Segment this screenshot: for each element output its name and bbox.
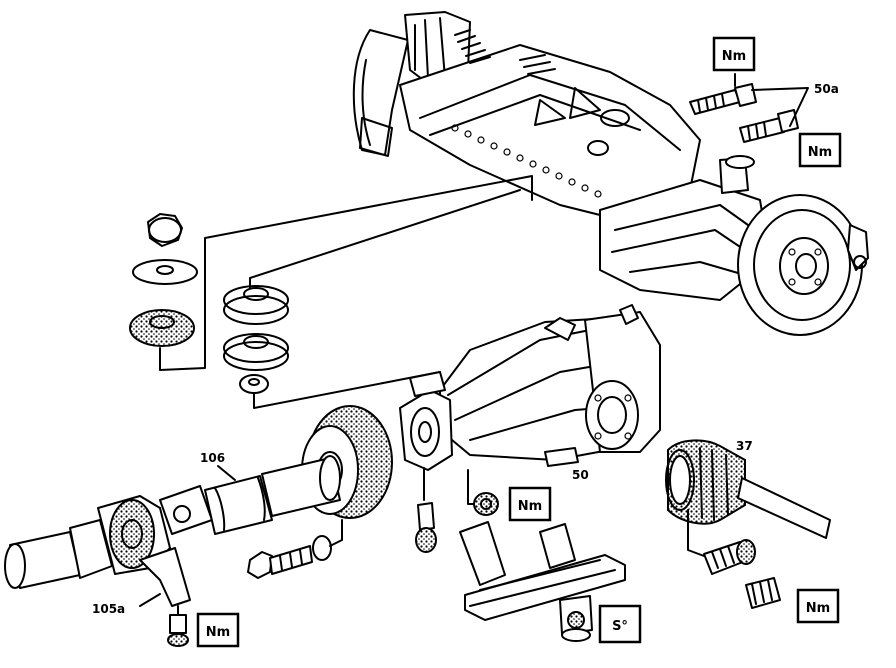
callout-37: 37 bbox=[736, 439, 753, 453]
half-shaft-bolts bbox=[703, 539, 781, 609]
callout-106: 106 bbox=[200, 451, 225, 465]
torque-badge-bearing: Nm bbox=[196, 612, 240, 648]
torque-badge-top: Nm bbox=[712, 36, 756, 72]
leader-bushing-center bbox=[249, 189, 521, 289]
torque-badge-nut-label: Nm bbox=[518, 499, 542, 514]
bearing-bracket-bolt bbox=[167, 605, 189, 647]
torque-badge-halfshaft: Nm bbox=[796, 588, 840, 624]
flex-disc-bolt bbox=[247, 535, 332, 579]
callout-105a: 105a bbox=[92, 602, 125, 616]
half-shaft bbox=[665, 439, 831, 539]
flange-bolt bbox=[415, 502, 437, 553]
propeller-shaft bbox=[4, 455, 341, 607]
callout-50a: 50a bbox=[814, 82, 839, 96]
flange-nut bbox=[473, 492, 499, 516]
mount-bushing-stack-center bbox=[223, 285, 289, 394]
mount-bushing-stack-left bbox=[129, 213, 198, 347]
brake-disc bbox=[737, 194, 869, 336]
angle-badge: S° bbox=[598, 604, 642, 644]
mounting-bolts-50a bbox=[689, 83, 809, 143]
subframe-hole-row bbox=[451, 124, 602, 198]
leader-bushing-left bbox=[159, 175, 533, 371]
angle-badge-label: S° bbox=[612, 619, 628, 634]
torque-badge-right-label: Nm bbox=[808, 145, 832, 160]
torque-badge-top-label: Nm bbox=[722, 49, 746, 64]
support-bracket bbox=[459, 521, 626, 642]
torque-badge-nut: Nm bbox=[508, 486, 552, 522]
differential-housing bbox=[399, 304, 661, 471]
torque-badge-halfshaft-label: Nm bbox=[806, 601, 830, 616]
callout-50: 50 bbox=[572, 468, 589, 482]
torque-badge-right: Nm bbox=[798, 132, 842, 168]
rear-axle-subframe bbox=[352, 11, 869, 336]
torque-badge-bearing-label: Nm bbox=[206, 625, 230, 640]
